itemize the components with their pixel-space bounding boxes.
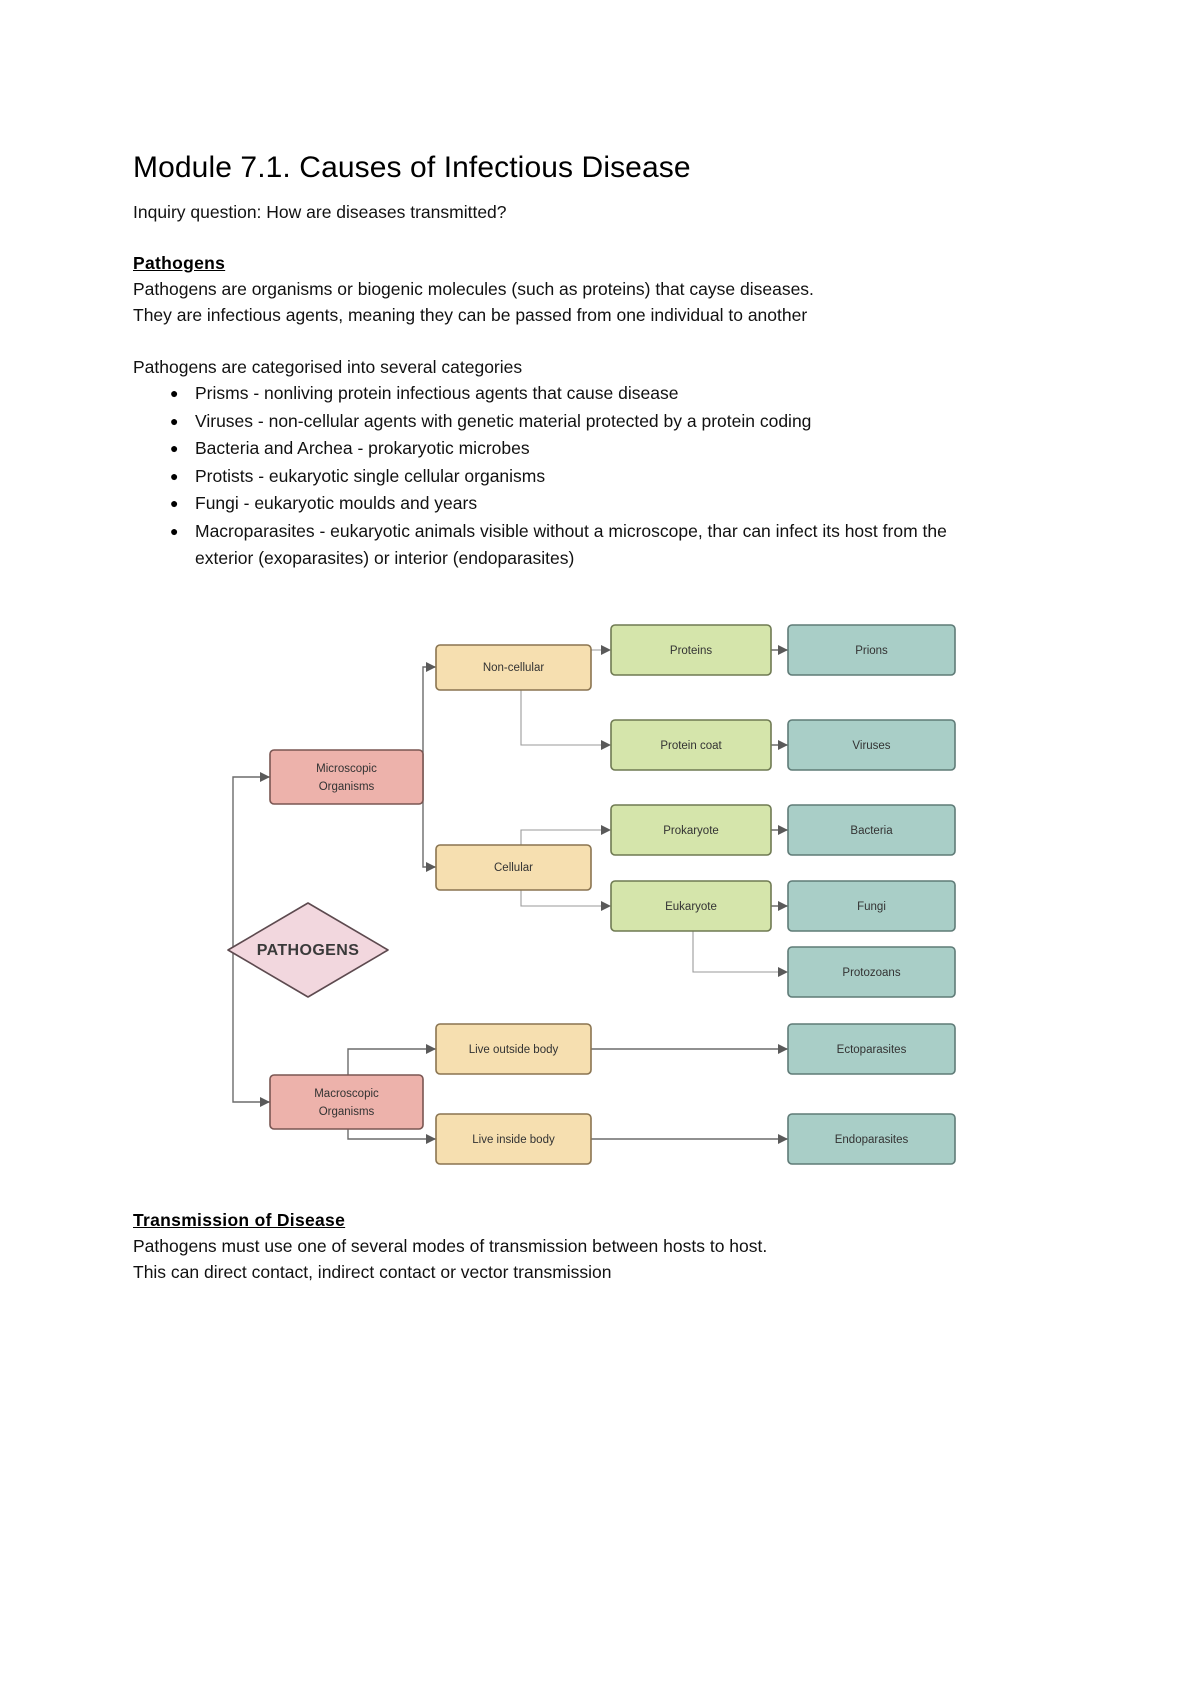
diagram-node-label-microscopic-line1: Microscopic (316, 763, 377, 775)
page-title: Module 7.1. Causes of Infectious Disease (133, 151, 691, 184)
node-box (435, 1113, 592, 1165)
spacer (133, 328, 965, 354)
node-box (787, 946, 956, 998)
diagram-node-eukaryote: Eukaryote (610, 880, 772, 932)
connector-eukaryote-to-protozoans (692, 930, 788, 973)
list-item: ● Viruses - non-cellular agents with gene… (170, 408, 965, 435)
diagram-node-label-live-inside: Live inside body (472, 1134, 555, 1146)
pathogens-paragraph-line-1: Pathogens are organisms or biogenic mole… (133, 279, 814, 300)
list-item: ● Macroparasites - eukaryotic animals vis… (170, 518, 965, 572)
diagram-node-protein-coat: Protein coat (610, 719, 772, 771)
list-item: ● Prisms - nonliving protein infectious a… (170, 380, 965, 407)
connector-noncellular-to-proteincoat (520, 690, 611, 746)
connector-cellular-to-eukaryote (520, 890, 611, 907)
node-box (610, 719, 772, 771)
list-item: ● Protists - eukaryotic single cellular o… (170, 463, 965, 490)
diagram-node-label-protozoans: Protozoans (842, 967, 900, 979)
diagram-node-label-non-cellular: Non-cellular (483, 662, 545, 674)
diagram-node-cellular: Cellular (435, 844, 592, 891)
diagram-node-label-macroscopic-line2: Organisms (319, 1106, 375, 1118)
section-heading-transmission: Transmission of Disease (133, 1210, 346, 1230)
diagram-node-label-bacteria: Bacteria (850, 825, 893, 837)
pathogen-classification-diagram: Pathogens Microscopic Organisms Macrosco… (133, 612, 973, 1182)
connector-macroscopic-to-outside (347, 1048, 436, 1080)
pathogens-diamond (227, 902, 389, 998)
diagram-node-viruses: Viruses (787, 719, 956, 771)
diagram-node-live-inside-body: Live inside body (435, 1113, 592, 1165)
list-item: ● Bacteria and Archea - prokaryotic micro… (170, 435, 965, 462)
list-item-label: Fungi - eukaryotic moulds and years (195, 493, 478, 514)
diagram-node-label-ectoparasites: Ectoparasites (837, 1044, 907, 1056)
node-box (610, 804, 772, 856)
arrowheads (260, 645, 788, 1144)
pathogen-category-list: ● Prisms - nonliving protein infectious a… (133, 380, 965, 572)
node-box (269, 749, 424, 805)
diagram-node-prions: Prions (787, 624, 956, 676)
node-box (435, 1023, 592, 1075)
node-box (787, 1113, 956, 1165)
list-item-label: Macroparasites - eukaryotic animals visi… (195, 520, 947, 568)
list-item-label: Prisms - nonliving protein infectious ag… (195, 383, 679, 404)
bullet-icon: ● (170, 412, 179, 429)
diagram-node-label-protein-coat: Protein coat (660, 740, 722, 752)
list-item: ● Fungi - eukaryotic moulds and years (170, 490, 965, 517)
connector-microscopic-to-noncellular (422, 666, 436, 777)
diagram-node-label-endoparasites: Endoparasites (835, 1134, 909, 1146)
transmission-section: Transmission of Disease Pathogens must u… (133, 1208, 965, 1285)
node-box (610, 624, 772, 676)
node-box (435, 844, 592, 891)
pathogens-paragraph-line-2: They are infectious agents, meaning they… (133, 305, 808, 326)
bullet-icon: ● (170, 440, 179, 457)
bullet-icon: ● (170, 467, 179, 484)
transmission-line-1: Pathogens must use one of several modes … (133, 1236, 768, 1256)
list-item-label: Protists - eukaryotic single cellular or… (195, 465, 546, 486)
node-box (787, 624, 956, 676)
node-box (787, 719, 956, 771)
diagram-node-label-live-outside: Live outside body (469, 1044, 559, 1056)
diagram-node-label-prokaryote: Prokaryote (663, 825, 719, 837)
diagram-node-label-macroscopic-line1: Macroscopic (314, 1088, 379, 1100)
list-item-label: Bacteria and Archea - prokaryotic microb… (195, 438, 530, 459)
spacer (133, 225, 965, 251)
diagram-node-prokaryote: Prokaryote (610, 804, 772, 856)
list-item-label: Viruses - non-cellular agents with genet… (195, 410, 812, 431)
diagram-node-label-proteins: Proteins (670, 645, 712, 657)
diagram-node-label-viruses: Viruses (852, 740, 890, 752)
connector-cellular-to-prokaryote (520, 829, 611, 850)
diagram-node-live-outside-body: Live outside body (435, 1023, 592, 1075)
diagram-node-label-fungi: Fungi (857, 901, 886, 913)
diagram-node-label-root: Pathogens (257, 942, 360, 959)
node-box (269, 1074, 424, 1130)
document-body: Module 7.1. Causes of Infectious Disease… (133, 150, 965, 572)
node-box (610, 880, 772, 932)
diagram-node-proteins: Proteins (610, 624, 772, 676)
node-box (787, 804, 956, 856)
bullet-icon: ● (170, 385, 179, 402)
diagram-node-protozoans: Protozoans (787, 946, 956, 998)
diagram-node-label-microscopic-line2: Organisms (319, 781, 375, 793)
transmission-line-2: This can direct contact, indirect contac… (133, 1262, 612, 1282)
categories-intro: Pathogens are categorised into several c… (133, 357, 523, 378)
diagram-node-microscopic-organisms: Microscopic Organisms (269, 749, 424, 805)
diagram-node-label-eukaryote: Eukaryote (665, 901, 717, 913)
inquiry-question: Inquiry question: How are diseases trans… (133, 202, 507, 223)
diagram-node-ectoparasites: Ectoparasites (787, 1023, 956, 1075)
diagram-node-label-prions: Prions (855, 645, 888, 657)
section-heading-pathogens: Pathogens (133, 253, 226, 274)
diagram-node-bacteria: Bacteria (787, 804, 956, 856)
diagram-node-non-cellular: Non-cellular (435, 644, 592, 691)
node-box (435, 644, 592, 691)
diagram-node-pathogens-root: Pathogens (227, 902, 389, 998)
bullet-icon: ● (170, 522, 179, 539)
bullet-icon: ● (170, 495, 179, 512)
diagram-node-label-cellular: Cellular (494, 862, 533, 874)
node-box (787, 1023, 956, 1075)
node-box (787, 880, 956, 932)
diagram-node-fungi: Fungi (787, 880, 956, 932)
connector-microscopic-to-cellular (422, 777, 436, 868)
diagram-node-endoparasites: Endoparasites (787, 1113, 956, 1165)
diagram-node-macroscopic-organisms: Macroscopic Organisms (269, 1074, 424, 1130)
